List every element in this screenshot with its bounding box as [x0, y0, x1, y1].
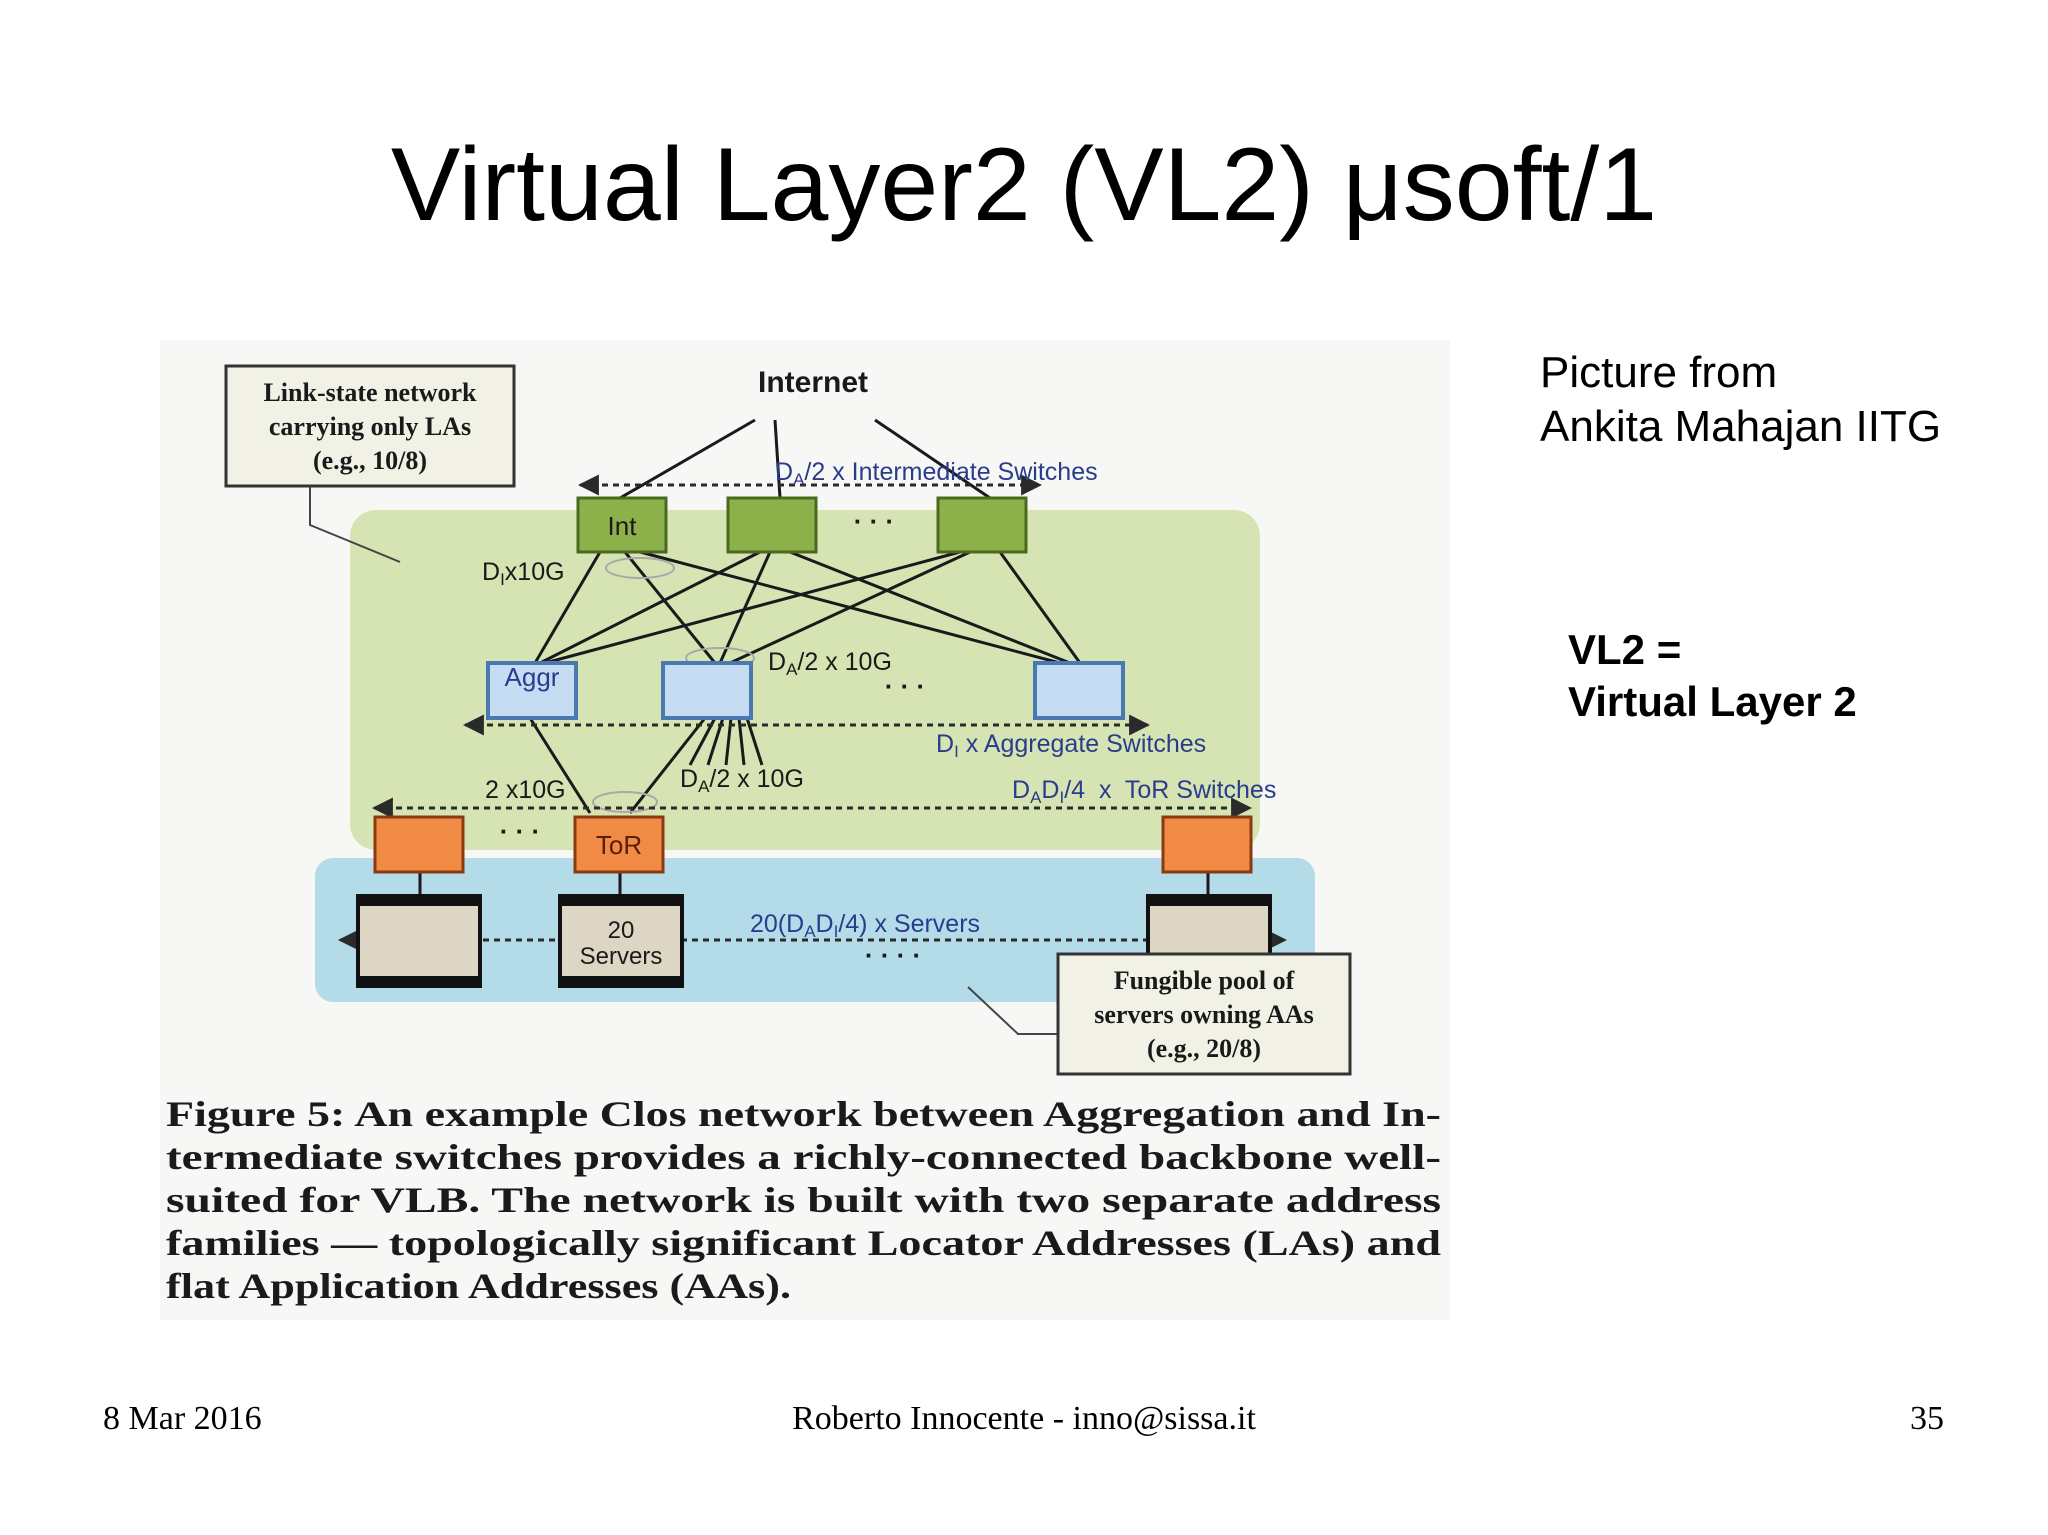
la-callout-line-1: Link-state network — [263, 378, 477, 407]
aggr-switch — [1033, 661, 1125, 720]
tor-switch — [373, 815, 465, 874]
tor-switch-count-label: DADI/4 x ToR Switches — [1012, 776, 1276, 807]
aggregate-switches: Aggr · · · — [486, 661, 1125, 720]
aa-callout: Fungible pool of servers owning AAs (e.g… — [967, 952, 1352, 1076]
aa-callout-line-2: servers owning AAs — [1094, 1000, 1314, 1029]
caption-line-5: flat Application Addresses (AAs). — [166, 1266, 791, 1306]
vl2-figure: Internet Int · · · Aggr · · · ToR · · · — [160, 340, 1450, 1340]
servers-count-line: 20 — [608, 917, 635, 944]
la-callout-line-2: carrying only LAs — [269, 412, 471, 441]
vl2-definition: VL2 = Virtual Layer 2 — [1568, 624, 1857, 728]
internet-label: Internet — [758, 366, 868, 399]
credit-line-2: Ankita Mahajan IITG — [1540, 402, 1942, 451]
tor-switches: ToR · · · — [373, 815, 1253, 874]
aa-callout-line-3: (e.g., 20/8) — [1147, 1034, 1261, 1063]
server-rack — [558, 894, 684, 988]
int-switch — [726, 496, 818, 554]
int-switch — [936, 496, 1028, 554]
int-switch-count-label: DA/2 x Intermediate Switches — [775, 458, 1098, 489]
figure-caption: Figure 5: An example Clos network betwee… — [166, 1094, 1441, 1306]
la-callout-line-3: (e.g., 10/8) — [313, 446, 427, 475]
aggr-ellipsis: · · · — [885, 671, 925, 701]
tor-label: ToR — [596, 830, 642, 860]
aggr-switch — [486, 661, 578, 720]
intermediate-switches: Int · · · — [576, 496, 1028, 554]
servers-word-line: Servers — [580, 943, 663, 970]
aggr-label: Aggr — [505, 662, 560, 692]
slide-title: Virtual Layer2 (VL2) μsoft/1 — [390, 127, 1658, 243]
caption-line-3: suited for VLB. The network is built wit… — [166, 1180, 1441, 1220]
server-count-label: 20(DADI/4) x Servers — [750, 910, 980, 941]
footer-date: 8 Mar 2016 — [103, 1400, 262, 1437]
caption-line-1: Figure 5: An example Clos network betwee… — [166, 1094, 1441, 1134]
tor-server-links — [418, 872, 1210, 896]
vl2-clos-network-diagram: Internet Int · · · Aggr · · · ToR · · · — [160, 340, 1450, 1340]
aa-callout-line-1: Fungible pool of — [1114, 966, 1295, 995]
caption-line-2: termediate switches provides a richly-co… — [166, 1137, 1441, 1177]
span-arrows — [337, 474, 1288, 951]
la-callout: Link-state network carrying only LAs (e.… — [224, 364, 516, 563]
tor-link-label: 2 x10G — [485, 776, 566, 804]
link-labels: DA/2 x Intermediate Switches DIx10G DA/2… — [482, 458, 1276, 941]
aggr-switch — [661, 661, 753, 720]
int-link-label: DIx10G — [482, 558, 565, 589]
tor-switch — [1161, 815, 1253, 874]
int-switch — [576, 496, 668, 554]
tor-switch — [573, 815, 665, 874]
caption-line-4: families — topologically significant Loc… — [166, 1223, 1441, 1263]
note-line-1: VL2 = — [1568, 626, 1682, 673]
aggr-uplink-label: DA/2 x 10G — [768, 648, 892, 679]
credit-line-1: Picture from — [1540, 348, 1778, 397]
servers-ellipsis: · · · · — [865, 940, 921, 970]
footer-author: Roberto Innocente - inno@sissa.it — [792, 1400, 1256, 1437]
server-rack — [356, 894, 482, 988]
slide-number: 35 — [1910, 1400, 1944, 1437]
int-ellipsis: · · · — [854, 506, 894, 536]
note-line-2: Virtual Layer 2 — [1568, 678, 1857, 725]
picture-credit: Picture from Ankita Mahajan IITG — [1540, 346, 1941, 454]
aggr-downlink-label: DA/2 x 10G — [680, 765, 804, 796]
int-label: Int — [608, 511, 638, 541]
int-aggr-mesh — [533, 550, 1082, 665]
tor-ellipsis: · · · — [500, 816, 540, 846]
aggr-switch-count-label: DI x Aggregate Switches — [936, 730, 1206, 761]
